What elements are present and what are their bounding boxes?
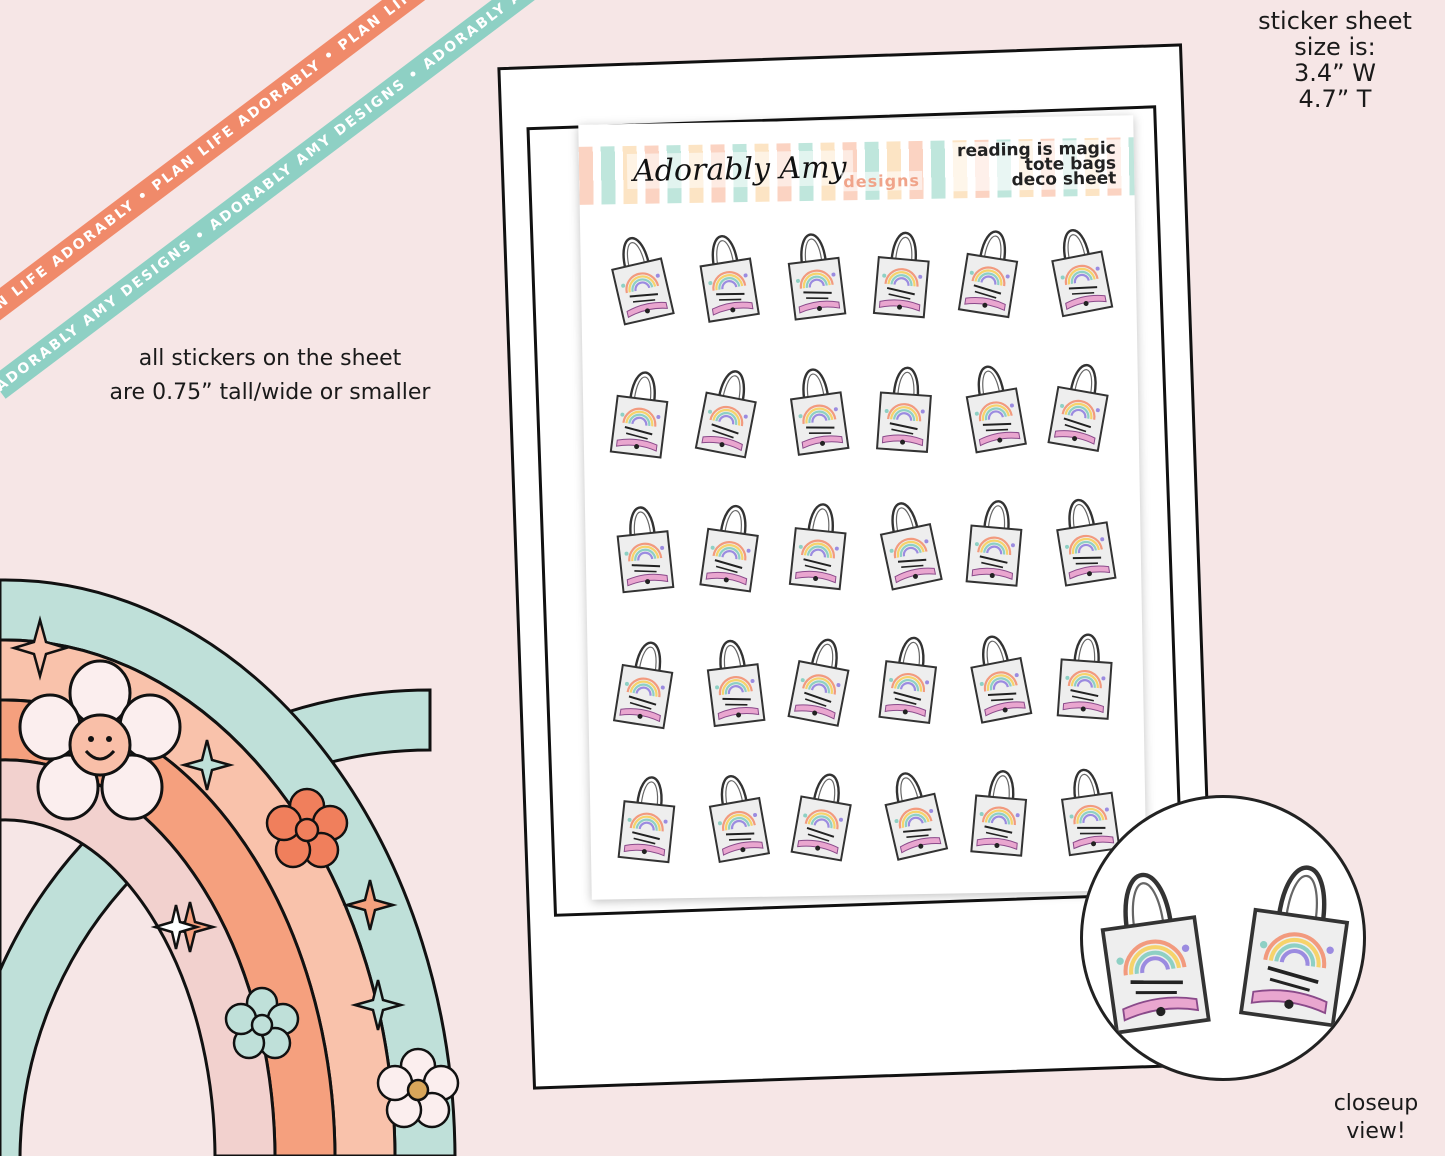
tote-bag-sticker: [1054, 753, 1123, 860]
tote-bag-sticker: [610, 625, 681, 733]
sticker-size-note-line: all stickers on the sheet: [138, 346, 402, 371]
flower-icon: [376, 1047, 460, 1129]
tote-bag-icon: [872, 231, 930, 319]
closeup-label: closeup view!: [1321, 1090, 1431, 1146]
tote-bag-icon: [790, 773, 852, 862]
tote-bag-sticker: [788, 757, 861, 865]
tote-bag-sticker: [871, 217, 936, 322]
tote-bag-sticker: [697, 489, 766, 596]
tote-bag-icon: [965, 500, 1023, 587]
brand-sub: designs: [841, 170, 923, 192]
tote-bag-sticker: [963, 485, 1028, 590]
tote-bag-icon: [694, 370, 757, 459]
closeup-label-line: closeup: [1333, 1091, 1419, 1116]
tote-bag-icon: [706, 639, 766, 728]
tote-bag-icon: [789, 368, 850, 456]
tote-bag-sticker: [607, 356, 675, 462]
tote-bag-icon: [970, 770, 1028, 857]
tote-bag-icon: [787, 638, 850, 727]
tote-bag-sticker: [870, 484, 946, 593]
tote-bag-sticker: [1045, 347, 1118, 455]
sparkle-icon: [150, 904, 202, 950]
size-info-line: sticker sheet: [1258, 7, 1412, 35]
tote-bag-icon: [875, 366, 932, 453]
tote-bag-icon: [1056, 633, 1113, 720]
tote-bag-sticker: [876, 621, 944, 727]
size-info-line: size is:: [1294, 33, 1376, 61]
tote-bag-sticker: [691, 219, 762, 327]
tote-bag-icon: [878, 636, 938, 725]
sticker-size-note-line: are 0.75” tall/wide or smaller: [109, 380, 431, 405]
tote-bag-icon: [1056, 498, 1117, 587]
tote-bag-icon: [1047, 364, 1109, 452]
tote-bag-sticker: [700, 624, 768, 730]
closeup-label-line: view!: [1346, 1119, 1406, 1144]
tote-bag-sticker: [781, 218, 849, 324]
size-info-line: 3.4” W: [1294, 59, 1376, 87]
sheet-title-line: deco sheet: [1011, 168, 1117, 191]
tote-bag-sticker: [961, 618, 1035, 727]
brand-logo: Adorably Amy: [626, 150, 853, 190]
size-info: sticker sheet size is: 3.4” W 4.7” T: [1245, 8, 1425, 112]
tote-bag-sticker: [600, 219, 677, 329]
tote-bag-sticker: [1054, 619, 1117, 723]
sticker-sheet: Adorably Amy designs reading is magic to…: [578, 115, 1147, 900]
tote-bag-icon: [699, 235, 760, 323]
tote-bag-sticker: [874, 754, 951, 864]
tote-bag-icon: [879, 502, 943, 591]
tote-bag-icon: [970, 635, 1033, 724]
tote-bag-icon: [612, 641, 674, 730]
flower-icon: [224, 986, 300, 1060]
tote-bag-icon: [787, 233, 847, 321]
tote-bag-icon: [788, 503, 847, 591]
tote-bag-icon: [884, 772, 949, 861]
tote-bag-icon: [1051, 229, 1114, 318]
tote-bag-icon: [965, 365, 1027, 454]
rainbow-decoration: [0, 578, 460, 1156]
tote-bag-sticker: [783, 352, 852, 459]
tote-bag-sticker: [700, 758, 773, 866]
tote-bag-sticker: [874, 352, 937, 456]
sheet-header: Adorably Amy designs reading is magic to…: [578, 137, 1135, 205]
sparkle-icon: [9, 615, 71, 681]
sticker-grid: [602, 215, 1122, 864]
tote-bag-icon: [699, 504, 759, 593]
closeup-view: [1080, 795, 1366, 1081]
tote-bag-sticker: [785, 621, 859, 730]
closeup-totes: [1100, 865, 1350, 1035]
tote-bag-icon: [616, 506, 675, 594]
tote-bag-sticker: [611, 491, 677, 596]
tote-bag-sticker: [955, 214, 1026, 322]
tote-bag-sticker: [1042, 212, 1116, 321]
smiley-flower-icon: [18, 659, 182, 821]
sparkle-icon: [179, 739, 235, 791]
tote-bag-sticker: [957, 349, 1030, 457]
tote-bag-sticker: [787, 488, 853, 593]
tote-bag-icon: [617, 776, 676, 864]
flower-icon: [265, 787, 349, 869]
tote-bag-icon: [611, 237, 675, 326]
tote-bag-icon: [609, 371, 669, 459]
tote-bag-sticker: [692, 353, 766, 462]
tote-bag-icon: [708, 775, 771, 864]
tote-bag-icon: [1060, 768, 1121, 857]
tote-bag-sticker: [1048, 482, 1119, 590]
tote-bag-sticker: [615, 761, 681, 866]
sparkle-icon: [342, 879, 398, 931]
sheet-title: reading is magic tote bags deco sheet: [950, 139, 1123, 192]
tote-bag-icon: [957, 230, 1019, 319]
size-info-line: 4.7” T: [1298, 85, 1372, 113]
sticker-size-note: all stickers on the sheet are 0.75” tall…: [90, 342, 450, 410]
tote-bag-sticker: [968, 755, 1033, 860]
sparkle-icon: [350, 979, 406, 1031]
